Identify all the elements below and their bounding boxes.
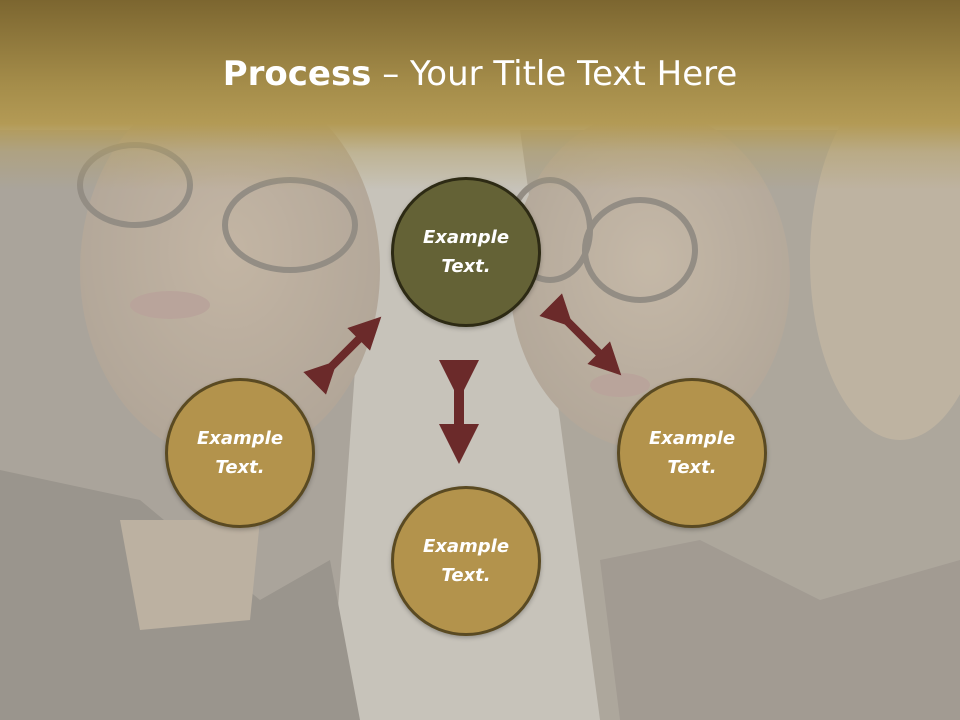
title-rest: – Your Title Text Here <box>371 54 738 94</box>
node-bottom-label: Example Text. <box>422 536 510 586</box>
title-bold: Process <box>222 54 372 94</box>
node-left-label: Example Text. <box>196 428 284 478</box>
node-top: Example Text. <box>391 177 541 327</box>
node-right: Example Text. <box>617 378 767 528</box>
slide-title: Process – Your Title Text Here <box>0 50 960 98</box>
arrow-top-left <box>303 316 382 395</box>
node-bottom: Example Text. <box>391 486 541 636</box>
node-top-label: Example Text. <box>422 227 510 277</box>
node-left: Example Text. <box>165 378 315 528</box>
arrow-top-right <box>539 293 622 376</box>
title-bar <box>0 0 960 190</box>
node-right-label: Example Text. <box>648 428 736 478</box>
